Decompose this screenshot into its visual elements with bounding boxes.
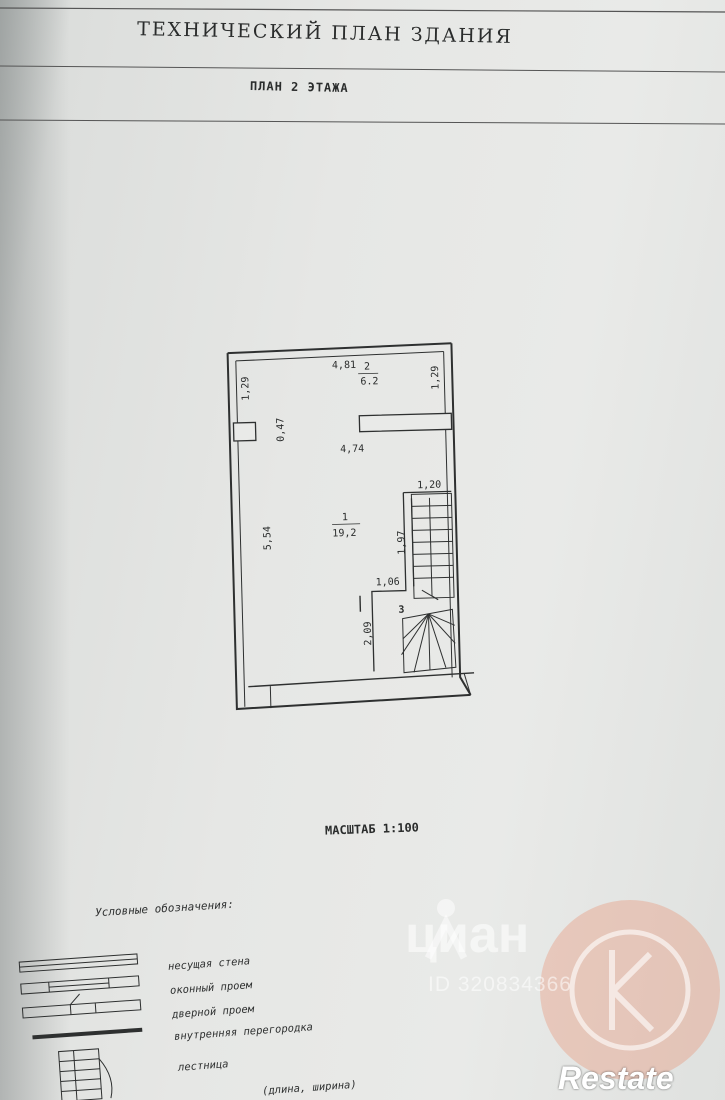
legend-symbol-partition — [32, 1027, 143, 1040]
dimension-landing-height: 2,09 — [363, 621, 375, 645]
legend-symbol-door — [21, 993, 142, 1019]
dimension-stair-length: 1,97 — [396, 530, 408, 554]
brand-logo: Restate — [558, 1060, 674, 1096]
dimension-left-height: 5,54 — [262, 526, 274, 550]
room-2-number: 2 — [364, 361, 370, 372]
dimension-right-top-height: 1,29 — [430, 365, 442, 389]
dimension-inner-width: 4,74 — [340, 444, 364, 456]
stair-flight — [359, 492, 457, 674]
room-1-area: 19,2 — [332, 528, 356, 540]
room-1-number: 1 — [342, 512, 348, 523]
legend-symbol-window — [20, 975, 140, 995]
dimension-partition-gap: 0,47 — [275, 418, 287, 442]
legend-symbol-stair — [58, 1048, 113, 1100]
dimension-left-top-height: 1,29 — [240, 376, 252, 400]
room-2-area: 6.2 — [360, 376, 378, 387]
floor-plan: 4,81 2 6.2 1,29 1,29 0,47 4,74 1,20 1 19… — [226, 342, 475, 711]
title-frame — [0, 7, 725, 125]
watermark-text: циан — [405, 906, 530, 964]
dimension-landing-width: 1,06 — [376, 577, 400, 589]
dimension-top-width: 4,81 — [332, 360, 356, 372]
legend-symbol-bearing-wall — [18, 953, 139, 973]
watermark-id: ID 320834366 — [428, 973, 572, 996]
outer-walls — [226, 342, 475, 711]
dimension-stair-width: 1,20 — [417, 480, 441, 492]
room-3-number: 3 — [398, 605, 404, 616]
page-edge-shadow — [0, 0, 70, 1100]
